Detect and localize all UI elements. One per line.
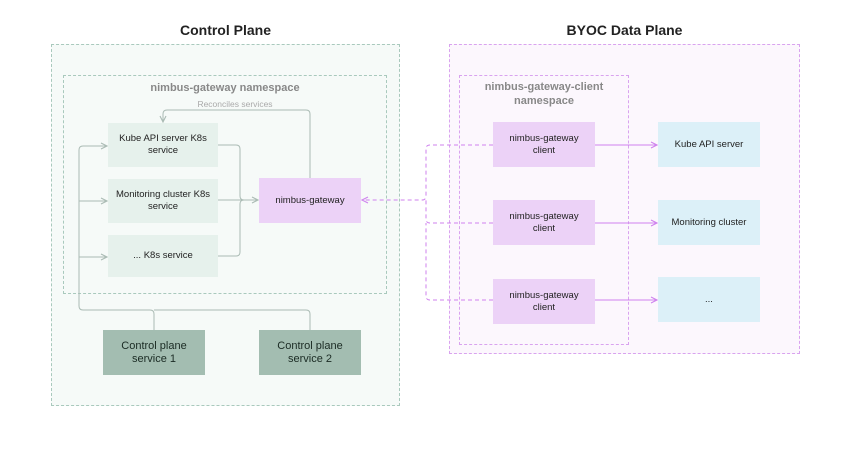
service-1-to-gateway-edge bbox=[218, 144, 258, 200]
control-plane-service-2[interactable]: Control plane service 2 bbox=[259, 330, 361, 375]
client-2-to-gateway-edge bbox=[425, 200, 493, 224]
reconciles-services-label: Reconciles services bbox=[197, 99, 273, 109]
monitoring-cluster-target[interactable]: Monitoring cluster bbox=[658, 200, 760, 245]
kube-api-server-target[interactable]: Kube API server bbox=[658, 122, 760, 167]
kube-api-k8s-service[interactable]: Kube API server K8s service bbox=[108, 123, 218, 167]
control-plane-service-1[interactable]: Control plane service 1 bbox=[103, 330, 205, 375]
cp-service-2-edge bbox=[154, 309, 311, 330]
data-plane-title: BYOC Data Plane bbox=[566, 22, 683, 38]
monitoring-cluster-k8s-service[interactable]: Monitoring cluster K8s service bbox=[108, 179, 218, 223]
cp-service-1-edge bbox=[78, 146, 155, 330]
client-namespace-title: nimbus-gateway-client namespace bbox=[484, 81, 604, 107]
nimbus-gateway-namespace bbox=[63, 75, 387, 294]
namespace-title: nimbus-gateway namespace bbox=[150, 82, 300, 94]
gateway-client-1[interactable]: nimbus-gateway client bbox=[493, 122, 595, 167]
gateway-client-3[interactable]: nimbus-gateway client bbox=[493, 279, 595, 324]
generic-target[interactable]: ... bbox=[658, 277, 760, 322]
client-1-to-gateway-edge bbox=[362, 144, 493, 200]
nimbus-gateway-node[interactable]: nimbus-gateway bbox=[259, 178, 361, 223]
control-plane-title: Control Plane bbox=[179, 22, 271, 38]
reconciles-edge bbox=[163, 109, 311, 178]
generic-k8s-service[interactable]: ... K8s service bbox=[108, 235, 218, 277]
gateway-client-2[interactable]: nimbus-gateway client bbox=[493, 200, 595, 245]
nimbus-gateway-client-namespace bbox=[459, 75, 629, 345]
service-3-to-gateway-edge bbox=[218, 199, 245, 257]
client-3-to-gateway-edge bbox=[425, 223, 493, 301]
